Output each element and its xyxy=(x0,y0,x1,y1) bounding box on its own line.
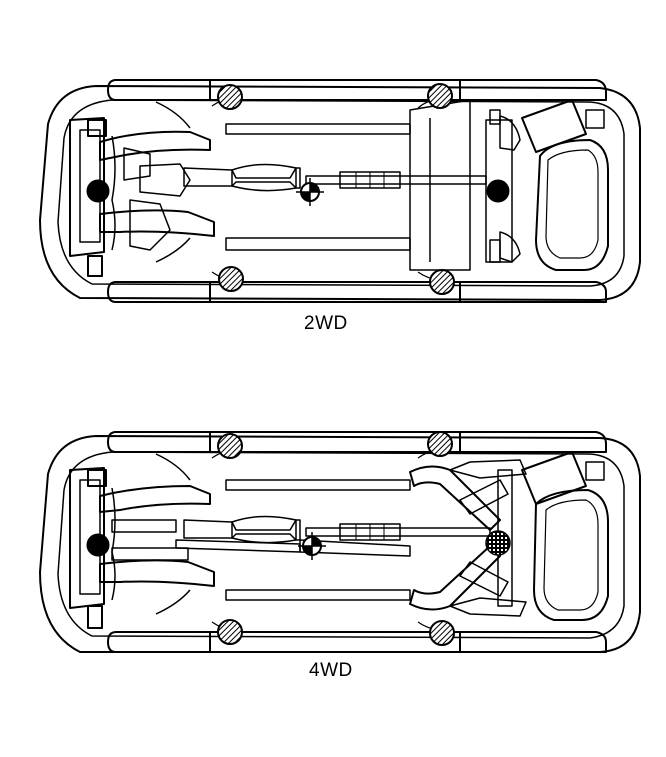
underbody-2wd xyxy=(39,79,641,303)
cg-symbol-icon xyxy=(298,532,326,560)
label-2wd: 2WD xyxy=(304,313,348,334)
frame-rail-upper-4wd xyxy=(225,479,411,491)
solid-circle-icon xyxy=(485,530,511,556)
hatched-circle-icon xyxy=(218,266,244,292)
label-4wd: 4WD xyxy=(309,660,353,681)
fuel-tank-2wd xyxy=(535,139,609,271)
rear-link-upper-4wd xyxy=(409,465,501,531)
front-control-arm-lower-4wd xyxy=(99,559,215,587)
front-control-arm-upper-4wd xyxy=(99,485,211,513)
lift-points-2wd xyxy=(86,83,510,295)
driveshaft-2wd xyxy=(305,175,487,185)
right-sill-2wd xyxy=(107,281,607,303)
front-subframe-2wd xyxy=(69,117,105,257)
spare-carrier-4wd xyxy=(521,451,587,505)
hatched-circle-icon xyxy=(427,83,453,109)
hatched-circle-icon xyxy=(217,433,243,459)
front-control-arm-upper-2wd xyxy=(99,130,211,161)
hatched-circle-icon xyxy=(217,84,243,110)
right-sill-4wd xyxy=(107,631,607,653)
hatched-circle-icon xyxy=(429,269,455,295)
frame-rail-lower-4wd xyxy=(225,589,411,601)
hatched-circle-icon xyxy=(217,619,243,645)
frame-rail-lower-2wd xyxy=(225,237,411,251)
rear-driveshaft-4wd xyxy=(305,527,491,537)
cg-symbol-icon xyxy=(296,178,324,206)
lift-points-4wd xyxy=(86,431,511,646)
hatched-circle-icon xyxy=(429,620,455,646)
spare-carrier-2wd xyxy=(521,99,587,153)
underbody-4wd xyxy=(39,431,641,653)
hatched-circle-icon xyxy=(427,431,453,457)
rear-link-lower-4wd xyxy=(409,545,501,611)
body-outline-2wd xyxy=(39,85,641,301)
exhaust-pipe-2wd xyxy=(183,167,301,189)
left-sill-2wd xyxy=(107,79,607,101)
left-sill-4wd xyxy=(107,431,607,453)
solid-circle-icon xyxy=(86,533,110,557)
solid-circle-icon xyxy=(86,179,110,203)
frame-rail-upper-2wd xyxy=(225,123,411,135)
exhaust-pipe-4wd xyxy=(183,519,301,541)
front-subframe-4wd xyxy=(69,467,105,609)
muffler-2wd xyxy=(231,163,297,192)
solid-circle-icon xyxy=(486,179,510,203)
muffler-4wd xyxy=(231,515,297,544)
rear-crossmember-2wd xyxy=(409,99,471,271)
front-control-arm-lower-2wd xyxy=(99,209,215,237)
